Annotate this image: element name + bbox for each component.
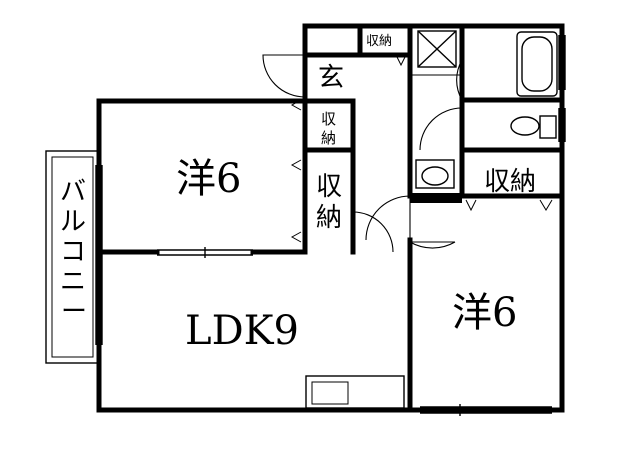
storage-small-label: 収 納 — [321, 110, 341, 147]
laundry-pan — [417, 30, 457, 68]
kitchen-sink — [305, 375, 405, 409]
storage-closet-label: 収 納 — [316, 172, 350, 233]
closet-markers — [290, 54, 553, 243]
storage-top-label: 収納 — [366, 34, 392, 49]
western-room-lower-label: 洋6 — [452, 290, 517, 336]
ldk-label: LDK9 — [185, 308, 299, 354]
fixtures — [305, 30, 558, 409]
storage-right-label: 収納 — [484, 167, 536, 197]
entrance-label: 玄 — [318, 63, 344, 93]
doors — [262, 54, 463, 253]
bathtub — [516, 31, 558, 97]
windows — [95, 35, 566, 416]
balcony-label: バルコニー — [60, 177, 87, 327]
washbasin — [415, 159, 455, 189]
balcony: バルコニー — [45, 150, 100, 364]
toilet — [510, 115, 557, 139]
interior-walls — [96, 23, 565, 413]
western-room-upper-label: 洋6 — [176, 156, 241, 202]
